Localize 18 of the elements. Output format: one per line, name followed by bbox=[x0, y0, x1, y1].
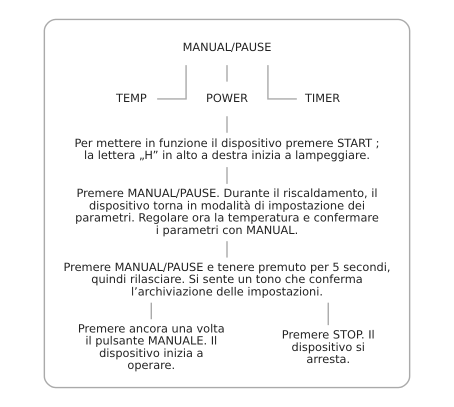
node-text: POWER bbox=[206, 90, 248, 105]
connector bbox=[150, 302, 152, 320]
node-text: Premere ancora una volta il pulsante MANUALE. Il dispositivo inizia a operare. bbox=[78, 321, 225, 372]
node-text: TEMP bbox=[116, 90, 147, 105]
cluster bbox=[44, 18, 410, 388]
node-text: MANUAL/PAUSE bbox=[182, 40, 272, 54]
node-text: Per mettere in funzione il dispositivo premere START ; la lettera „H” in alto a destra inizia a lampeggiare. bbox=[74, 136, 380, 162]
connector bbox=[226, 167, 228, 184]
connector bbox=[267, 65, 297, 100]
node-text: Premere STOP. Il dispositivo si arresta. bbox=[282, 327, 375, 366]
connector bbox=[157, 65, 187, 100]
connector bbox=[328, 302, 329, 326]
node-text: Premere MANUAL/PAUSE e tenere premuto per 5 secondi, quindi rilasciare. Si sente un tono che conferma l’archiviazione delle impostazioni. bbox=[64, 260, 390, 298]
node-text: Premere MANUAL/PAUSE. Durante il riscaldamento, il dispositivo torna in modalità di impostazione dei parametri. Regolare ora la temperatura e confermare i parametri con MANUAL. bbox=[75, 186, 379, 237]
connector bbox=[226, 116, 228, 133]
connector bbox=[226, 241, 228, 258]
connector bbox=[226, 65, 228, 82]
node-text: TIMER bbox=[305, 90, 340, 105]
